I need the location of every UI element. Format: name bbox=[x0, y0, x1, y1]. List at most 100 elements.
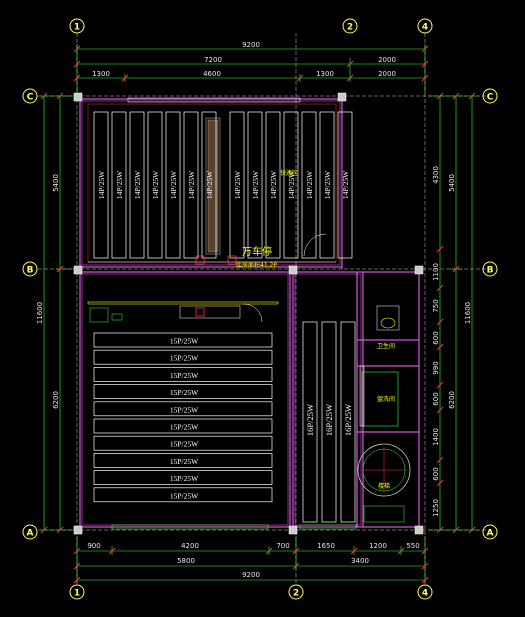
axis-label-left-c: C bbox=[27, 93, 34, 103]
rack-upper-13 bbox=[319, 111, 335, 259]
rack-upper-label-12: 14P/25W bbox=[305, 170, 314, 199]
right-dimensions bbox=[428, 95, 478, 531]
top-dimensions bbox=[76, 44, 426, 94]
rack-upper-7 bbox=[201, 111, 217, 259]
rack-lower-left-label-2: 15P/25W bbox=[170, 354, 199, 363]
rack-lower-left-7 bbox=[93, 435, 273, 451]
wc-fixture bbox=[376, 305, 400, 331]
hydrant-upper-2 bbox=[227, 255, 237, 265]
rack-upper-12 bbox=[301, 111, 317, 259]
rack-lower-left-label-5: 15P/25W bbox=[170, 405, 199, 414]
dim-right-overall: 11600 bbox=[464, 302, 472, 324]
rack-upper-11 bbox=[283, 111, 299, 259]
dim-bottom-overall: 9200 bbox=[242, 571, 260, 579]
rack-upper-label-4: 14P/25W bbox=[151, 170, 160, 199]
wc-label: 卫生间 bbox=[377, 342, 395, 350]
dim-left-overall: 11600 bbox=[36, 302, 44, 324]
rack-upper-label-1: 14P/25W bbox=[97, 170, 106, 199]
dim-top-sub-3: 1300 bbox=[316, 70, 334, 78]
axis-label-top-1: 1 bbox=[74, 23, 80, 33]
rack-lower-left-label-9: 15P/25W bbox=[170, 474, 199, 483]
rack-upper-label-7: 14P/25W bbox=[205, 170, 214, 199]
dim-right-small-5: 600 bbox=[432, 392, 440, 405]
dim-bottom-sub-1: 900 bbox=[87, 542, 100, 550]
upper-tag: 快速区 bbox=[280, 169, 298, 177]
top-dim-ticks bbox=[73, 45, 429, 82]
dim-right-lower: 6200 bbox=[448, 391, 456, 409]
dim-bottom-seg1: 5800 bbox=[177, 557, 195, 565]
dim-left-lower: 6200 bbox=[52, 391, 60, 409]
rack-upper-label-3: 14P/25W bbox=[133, 170, 142, 199]
dim-top-seg2: 2000 bbox=[378, 56, 396, 64]
dim-right-small-7: 600 bbox=[432, 467, 440, 480]
dim-bottom-sub-2: 4200 bbox=[181, 542, 199, 550]
axis-label-right-c: C bbox=[487, 93, 494, 103]
axis-label-right-b: B bbox=[487, 266, 494, 276]
rack-upper-label-13: 14P/25W bbox=[323, 170, 332, 199]
rack-upper-1 bbox=[93, 111, 109, 259]
dim-right-small-2: 750 bbox=[432, 299, 440, 312]
dim-bottom-sub-4: 1650 bbox=[317, 542, 335, 550]
dim-right-upper: 5400 bbox=[448, 174, 456, 192]
wash-label: 盥洗间 bbox=[377, 395, 395, 403]
door-swing-upper bbox=[303, 233, 327, 257]
rack-lower-left-9 bbox=[93, 470, 273, 485]
stair-circle bbox=[357, 443, 411, 497]
rack-lower-left-4 bbox=[93, 384, 273, 399]
rack-lower-left-10 bbox=[93, 487, 273, 503]
room-note: 库房面积41.2P bbox=[236, 261, 277, 269]
dim-top-sub-1: 1300 bbox=[92, 70, 110, 78]
dim-right-small-8: 1250 bbox=[432, 499, 440, 517]
dim-bottom-sub-3: 700 bbox=[276, 542, 289, 550]
upper-rack-zone: 14P/25W 14P/25W 14P/25W 14P/25W 14P/25W 14P/2… bbox=[87, 103, 353, 263]
dim-bottom-seg2: 3400 bbox=[351, 557, 369, 565]
bottom-dim-ticks bbox=[73, 547, 429, 584]
lower-mid-rack-zone: 16P/25W 16P/25W 16P/25W bbox=[302, 321, 356, 523]
wash-room-area bbox=[361, 371, 399, 427]
rack-upper-4 bbox=[147, 111, 163, 259]
service-rooms bbox=[357, 305, 411, 523]
rack-lower-left-label-6: 15P/25W bbox=[170, 423, 199, 432]
axis-label-top-2: 2 bbox=[347, 23, 353, 33]
rack-upper-3 bbox=[129, 111, 145, 259]
rack-lower-left-5 bbox=[93, 401, 273, 417]
rack-lower-mid-3 bbox=[340, 321, 356, 523]
dim-bottom-sub-5: 1200 bbox=[369, 542, 387, 550]
rack-lower-left-label-1: 15P/25W bbox=[170, 337, 199, 346]
dim-top-seg1: 7200 bbox=[204, 56, 222, 64]
right-dim-ticks bbox=[436, 92, 476, 534]
rack-lower-left-3 bbox=[93, 367, 273, 382]
rack-lower-mid-label-1: 16P/25W bbox=[305, 404, 315, 436]
rack-lower-mid-label-3: 16P/25W bbox=[343, 404, 353, 436]
axis-label-bottom-4: 4 bbox=[422, 589, 428, 599]
rack-upper-label-5: 14P/25W bbox=[169, 170, 178, 199]
rack-upper-label-6: 14P/25W bbox=[187, 170, 196, 199]
structural-columns bbox=[73, 92, 424, 535]
rack-lower-mid-1 bbox=[302, 321, 318, 523]
rack-lower-left-label-4: 15P/25W bbox=[170, 388, 199, 397]
rack-upper-5 bbox=[165, 111, 181, 259]
rack-lower-mid-2 bbox=[321, 321, 337, 523]
axis-label-right-a: A bbox=[487, 529, 494, 539]
rack-lower-left-label-7: 15P/25W bbox=[170, 440, 199, 449]
left-dimensions bbox=[40, 95, 74, 531]
rack-upper-2 bbox=[111, 111, 127, 259]
rack-lower-mid-label-2: 16P/25W bbox=[324, 404, 334, 436]
dim-right-small-6: 1400 bbox=[432, 428, 440, 446]
rack-lower-left-label-10: 15P/25W bbox=[170, 491, 199, 500]
bottom-dimensions bbox=[76, 536, 426, 584]
rack-lower-left-8 bbox=[93, 453, 273, 468]
dim-right-small-1: 1100 bbox=[432, 263, 440, 281]
rack-upper-8 bbox=[229, 111, 245, 259]
dim-bottom-sub-6: 550 bbox=[406, 542, 419, 550]
axis-label-left-a: A bbox=[27, 529, 34, 539]
rack-upper-label-10: 14P/25W bbox=[269, 170, 278, 199]
rack-lower-left-label-3: 15P/25W bbox=[170, 371, 199, 380]
rack-upper-14 bbox=[337, 111, 353, 259]
rack-lower-left-label-8: 15P/25W bbox=[170, 457, 199, 466]
walls bbox=[79, 97, 420, 530]
axis-label-bottom-2: 2 bbox=[293, 589, 299, 599]
dim-right-inner-upper: 4300 bbox=[432, 166, 440, 184]
rack-upper-6 bbox=[183, 111, 199, 259]
